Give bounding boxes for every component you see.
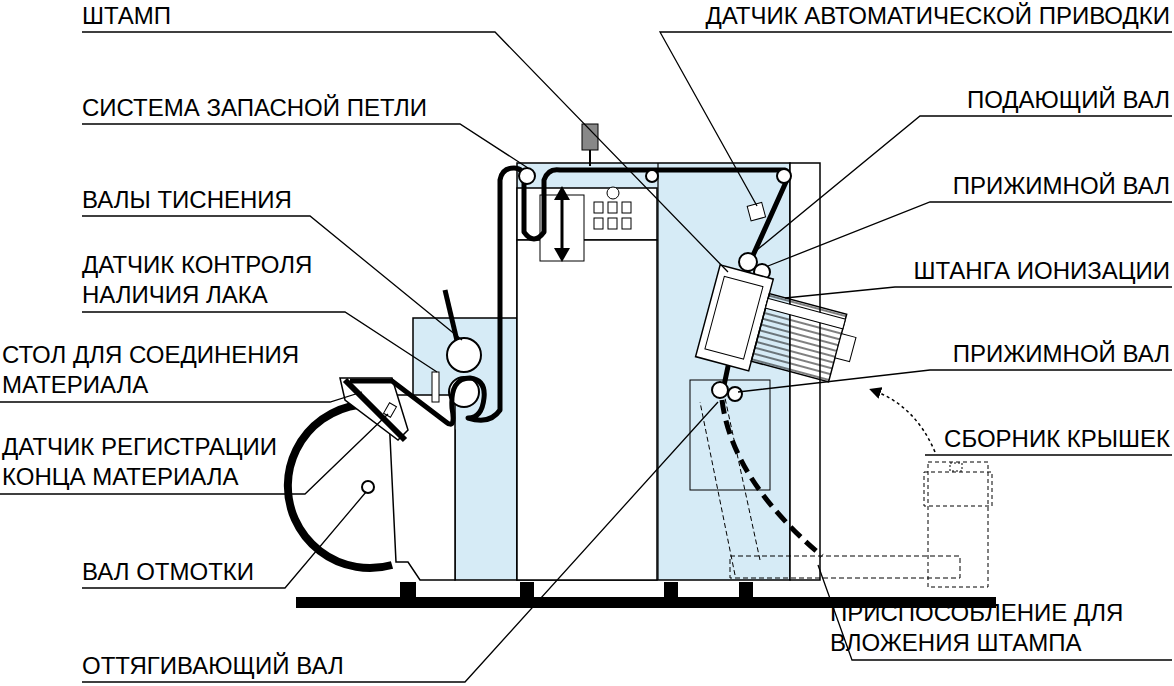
part-label: ВАЛ ОТМОТКИ bbox=[82, 558, 254, 586]
part-label: ОТТЯГИВАЮЩИЙ ВАЛ bbox=[82, 652, 344, 680]
part-label: СБОРНИК КРЫШЕК bbox=[944, 425, 1170, 453]
part-label: ДАТЧИК КОНТРОЛЯ НАЛИЧИЯ ЛАКА bbox=[82, 250, 377, 310]
part-label: ВАЛЫ ТИСНЕНИЯ bbox=[82, 186, 292, 214]
part-label: ПРИЖИМНОЙ ВАЛ bbox=[953, 172, 1170, 200]
part-label: СТОЛ ДЛЯ СОЕДИНЕНИЯ МАТЕРИАЛА bbox=[2, 340, 362, 400]
part-label: ДАТЧИК АВТОМАТИЧЕСКОЙ ПРИВОДКИ bbox=[705, 2, 1170, 30]
part-label: ПОДАЮЩИЙ ВАЛ bbox=[967, 86, 1170, 114]
part-label: ДАТЧИК РЕГИСТРАЦИИ КОНЦА МАТЕРИАЛА bbox=[2, 432, 327, 492]
part-label: ПРИСПОСОБЛЕНИЕ ДЛЯ ВЛОЖЕНИЯ ШТАМПА bbox=[830, 598, 1170, 658]
part-label: СИСТЕМА ЗАПАСНОЙ ПЕТЛИ bbox=[82, 94, 427, 122]
part-label: ШТАНГА ИОНИЗАЦИИ bbox=[913, 257, 1170, 285]
part-label: ПРИЖИМНОЙ ВАЛ bbox=[953, 340, 1170, 368]
part-label: ШТАМП bbox=[82, 2, 171, 30]
